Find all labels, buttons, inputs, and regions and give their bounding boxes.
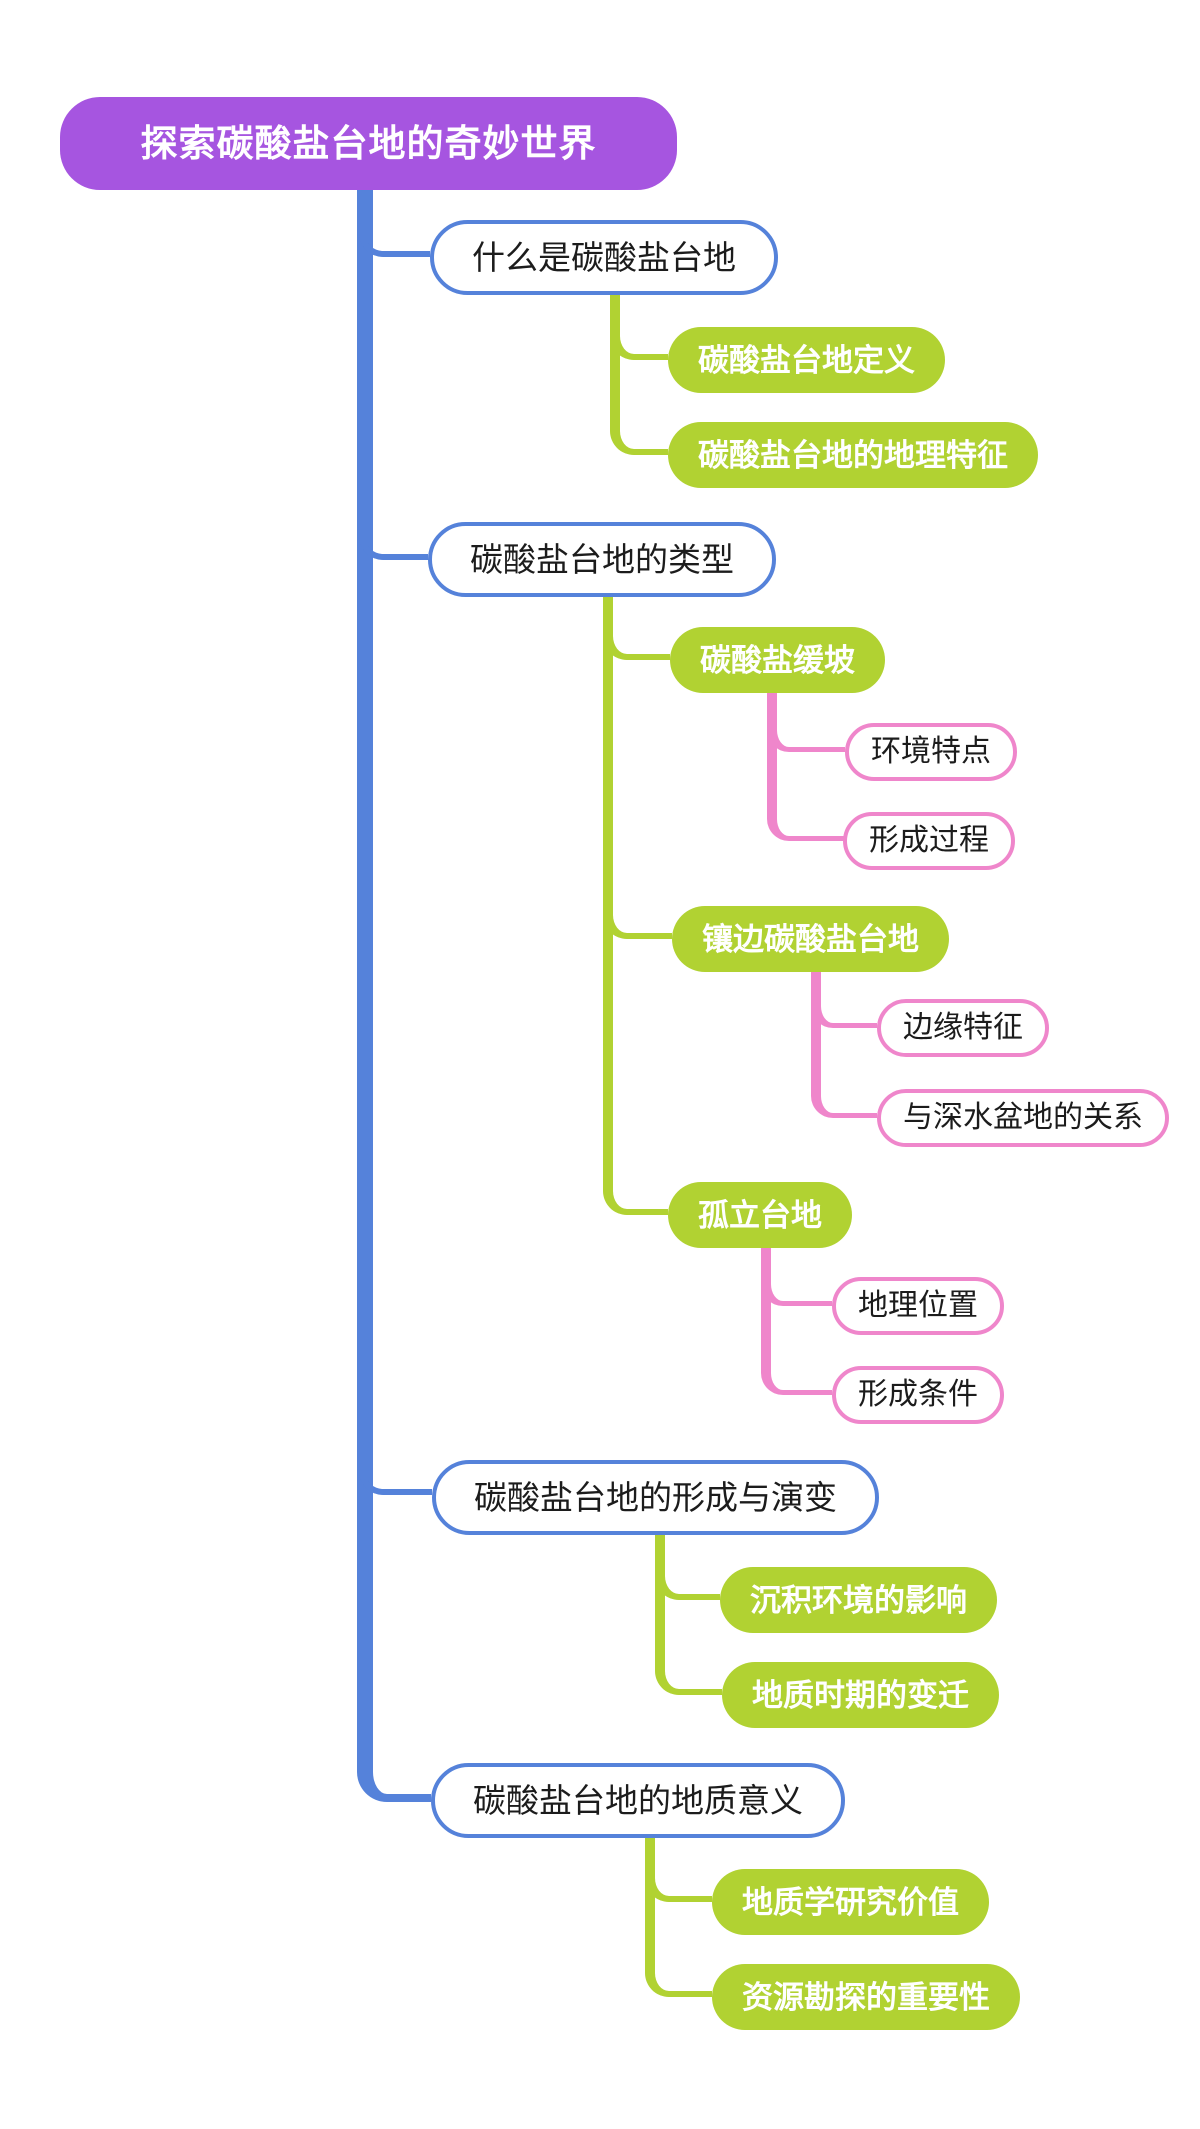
connector-types-to-isolated — [603, 597, 668, 1215]
connector-whatis-to-geofeatures — [610, 295, 668, 455]
topic-what-is-carbonate-platform[interactable]: 什么是碳酸盐台地 — [430, 220, 778, 295]
connector-rimmed-to-basin — [811, 972, 877, 1118]
subtopic-geological-period-changes[interactable]: 地质时期的变迁 — [722, 1662, 999, 1728]
leaf-formation-conditions[interactable]: 形成条件 — [832, 1366, 1004, 1424]
connector-formation-to-period — [655, 1530, 722, 1695]
connector-root-to-formation-evolution — [359, 1447, 432, 1495]
subtopic-resource-exploration-importance[interactable]: 资源勘探的重要性 — [712, 1964, 1020, 2030]
topic-formation-evolution[interactable]: 碳酸盐台地的形成与演变 — [432, 1460, 879, 1535]
root-topic[interactable]: 探索碳酸盐台地的奇妙世界 — [60, 97, 677, 190]
leaf-margin-features[interactable]: 边缘特征 — [877, 999, 1049, 1057]
connector-ramp-to-process — [767, 693, 845, 841]
topic-geological-significance[interactable]: 碳酸盐台地的地质意义 — [431, 1763, 845, 1838]
connector-root-to-types — [359, 512, 428, 560]
leaf-environment-characteristics[interactable]: 环境特点 — [845, 723, 1017, 781]
topic-platform-types[interactable]: 碳酸盐台地的类型 — [428, 522, 776, 597]
leaf-geographic-location[interactable]: 地理位置 — [832, 1277, 1004, 1335]
subtopic-isolated-platform[interactable]: 孤立台地 — [668, 1182, 852, 1248]
leaf-formation-process[interactable]: 形成过程 — [843, 812, 1015, 870]
connector-root-to-what-is — [359, 209, 430, 257]
subtopic-carbonate-ramp[interactable]: 碳酸盐缓坡 — [670, 627, 885, 693]
subtopic-geology-research-value[interactable]: 地质学研究价值 — [712, 1869, 989, 1935]
trunk-line — [357, 188, 373, 1755]
subtopic-platform-definition[interactable]: 碳酸盐台地定义 — [668, 327, 945, 393]
connector-isolated-to-conditions — [761, 1248, 832, 1395]
leaf-deep-basin-relationship[interactable]: 与深水盆地的关系 — [877, 1089, 1169, 1147]
subtopic-geographic-features[interactable]: 碳酸盐台地的地理特征 — [668, 422, 1038, 488]
connector-significance-to-exploration — [645, 1837, 712, 1997]
subtopic-sedimentary-environment-influence[interactable]: 沉积环境的影响 — [720, 1567, 997, 1633]
subtopic-rimmed-platform[interactable]: 镶边碳酸盐台地 — [672, 906, 949, 972]
trunk-elbow-to-geological-significance — [357, 1737, 431, 1802]
